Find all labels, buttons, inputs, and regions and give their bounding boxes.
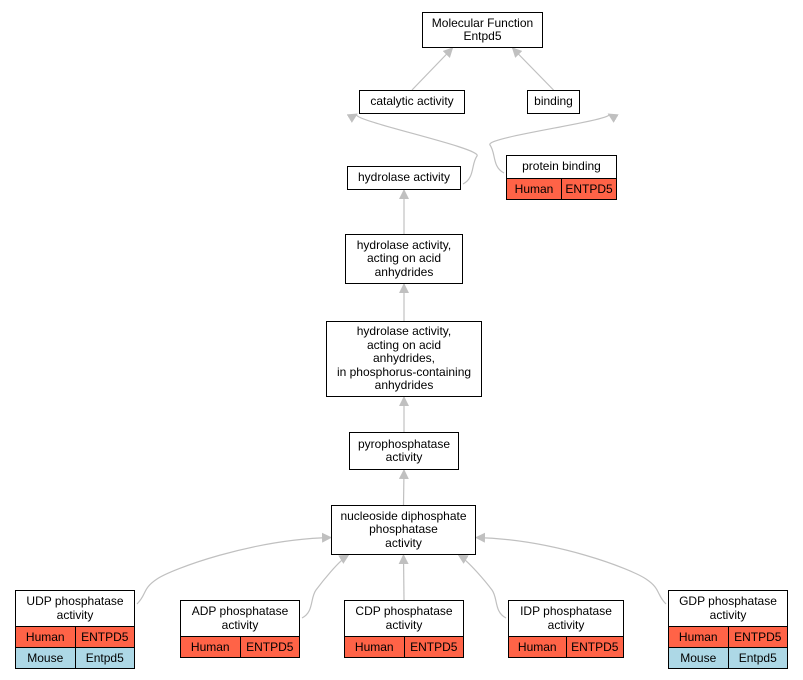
node-molecular-function-root[interactable]: Molecular Function Entpd5 (422, 12, 543, 48)
node-label: hydrolase activity, acting on acid anhyd… (336, 324, 472, 393)
annotation-row-mouse: Mouse Entpd5 (16, 647, 134, 668)
node-label: ADP phosphatase activity (191, 604, 289, 632)
species-cell: Human (678, 630, 718, 644)
annotation-row-human: Human ENTPD5 (669, 626, 787, 647)
annotation-row-human: Human ENTPD5 (345, 636, 463, 657)
edge-idp_phosphatase-to-ndp_phosphatase (457, 554, 507, 619)
edge-udp_phosphatase-to-ndp_phosphatase (136, 532, 332, 605)
species-cell: Human (190, 640, 230, 654)
edge-binding-to-mf_root (511, 47, 554, 91)
node-label: GDP phosphatase activity (679, 594, 777, 622)
gene-cell: ENTPD5 (565, 637, 624, 657)
node-adp-phosphatase[interactable]: ADP phosphatase activity Human ENTPD5 (180, 600, 300, 658)
node-udp-phosphatase[interactable]: UDP phosphatase activity Human ENTPD5 Mo… (15, 590, 135, 669)
node-gdp-phosphatase[interactable]: GDP phosphatase activity Human ENTPD5 Mo… (668, 590, 788, 669)
node-label: binding (534, 94, 573, 109)
gene-cell: Entpd5 (74, 648, 135, 668)
edge-gdp_phosphatase-to-ndp_phosphatase (475, 532, 667, 605)
node-label: protein binding (522, 159, 601, 174)
species-cell: Mouse (27, 651, 64, 665)
edge-catalytic_activity-to-mf_root (411, 47, 454, 91)
node-label: CDP phosphatase activity (355, 604, 453, 632)
gene-cell: ENTPD5 (561, 179, 616, 199)
gene-cell: Entpd5 (727, 648, 788, 668)
node-hydrolase-acid-anhydrides[interactable]: hydrolase activity, acting on acid anhyd… (345, 234, 463, 284)
species-cell: Mouse (680, 651, 717, 665)
edge-adp_phosphatase-to-ndp_phosphatase (301, 554, 350, 619)
node-label: hydrolase activity (357, 170, 451, 185)
node-label: nucleoside diphosphate phosphatase activ… (340, 508, 467, 550)
annotation-row-human: Human ENTPD5 (507, 178, 616, 199)
node-label: catalytic activity (370, 94, 454, 109)
node-pyrophosphatase-activity[interactable]: pyrophosphatase activity (349, 432, 459, 470)
node-binding[interactable]: binding (527, 90, 580, 114)
gene-cell: ENTPD5 (727, 627, 788, 647)
node-hydrolase-phosphorus-anhydrides[interactable]: hydrolase activity, acting on acid anhyd… (326, 321, 482, 397)
node-label: UDP phosphatase activity (26, 594, 124, 622)
node-label: IDP phosphatase activity (520, 604, 612, 632)
edge-ndp_phosphatase-to-pyrophosphatase (398, 469, 409, 506)
node-catalytic-activity[interactable]: catalytic activity (359, 90, 465, 114)
species-cell: Human (25, 630, 65, 644)
gene-cell: ENTPD5 (403, 637, 464, 657)
annotation-row-mouse: Mouse Entpd5 (669, 647, 787, 668)
species-cell: Human (517, 640, 557, 654)
species-cell: Human (354, 640, 394, 654)
node-nucleoside-diphosphate-phosphatase[interactable]: nucleoside diphosphate phosphatase activ… (331, 505, 476, 555)
node-cdp-phosphatase[interactable]: CDP phosphatase activity Human ENTPD5 (344, 600, 464, 658)
edge-cdp_phosphatase-to-ndp_phosphatase (398, 554, 409, 601)
edge-protein_binding-to-binding (489, 113, 619, 174)
node-label: hydrolase activity, acting on acid anhyd… (356, 237, 452, 279)
node-idp-phosphatase[interactable]: IDP phosphatase activity Human ENTPD5 (508, 600, 624, 658)
annotation-row-human: Human ENTPD5 (16, 626, 134, 647)
annotation-row-human: Human ENTPD5 (509, 636, 623, 657)
node-label: pyrophosphatase activity (357, 436, 451, 464)
species-cell: Human (514, 182, 554, 196)
gene-cell: ENTPD5 (239, 637, 300, 657)
node-label: Molecular Function Entpd5 (431, 15, 534, 43)
edge-hydrolase_activity-to-catalytic_activity (346, 113, 478, 185)
node-hydrolase-activity[interactable]: hydrolase activity (347, 166, 461, 190)
node-protein-binding[interactable]: protein binding Human ENTPD5 (506, 155, 617, 200)
annotation-row-human: Human ENTPD5 (181, 636, 299, 657)
gene-cell: ENTPD5 (74, 627, 135, 647)
